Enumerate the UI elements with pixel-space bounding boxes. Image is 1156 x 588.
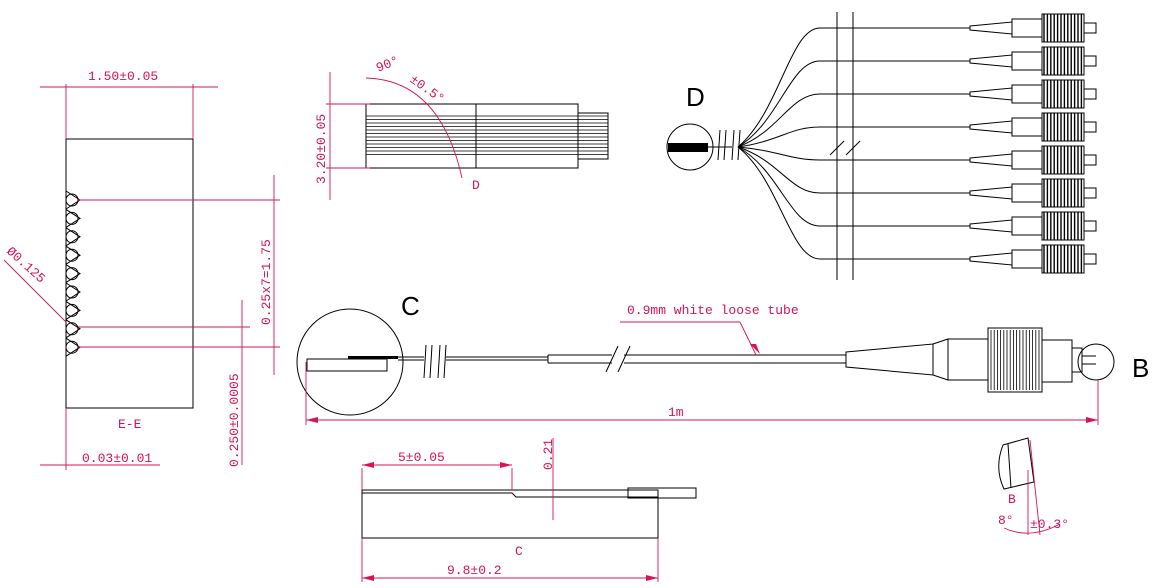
connector-body xyxy=(1011,84,1043,104)
connector-ferrule xyxy=(1083,253,1097,265)
detail-b-circle xyxy=(1077,343,1115,381)
fanout-fiber xyxy=(737,146,970,260)
detail-b-letter: B xyxy=(1132,353,1149,383)
d-height-dimension: 3.20±0.05 xyxy=(314,114,329,184)
view-c-side: 5±0.05 0.21 C 9.8±0.2 xyxy=(361,438,697,582)
connector-boot xyxy=(969,21,1013,35)
fanout-fiber xyxy=(737,27,970,148)
angle-arc xyxy=(365,77,463,179)
connector-boot xyxy=(969,54,1013,68)
fiber-circle xyxy=(65,193,79,207)
fiber-circle xyxy=(65,211,79,225)
view-b-ferrule: B 8° ±0.3° xyxy=(998,437,1069,536)
ee-width-dimension: 1.50±0.05 xyxy=(88,69,158,84)
v-groove-block-outline xyxy=(65,138,194,409)
fanout-fiber xyxy=(737,146,970,227)
b-view-label: B xyxy=(1008,492,1016,507)
connector-ferrule xyxy=(1083,187,1097,199)
side-total-dimension: 9.8±0.2 xyxy=(447,563,502,578)
connector-body xyxy=(1011,18,1043,38)
connector-ferrule xyxy=(1083,154,1097,166)
connector-boot xyxy=(969,252,1013,266)
v-grooves xyxy=(65,190,81,357)
side-length-5-dimension: 5±0.05 xyxy=(398,450,445,465)
section-ee: 1.50±0.05 0.25x7=1.75 0.250±0.0005 Ø0.12… xyxy=(3,69,280,470)
ee-edge-dimension: 0.03±0.01 xyxy=(82,451,152,466)
detail-c-block xyxy=(306,358,388,372)
ribbon-fiber-lines xyxy=(366,115,608,155)
b-angle-dimension: 8° xyxy=(998,513,1014,528)
fiber-circle xyxy=(65,248,79,262)
knurl-lines xyxy=(990,330,1040,390)
connector-ferrule xyxy=(1083,22,1097,34)
ee-section-label: E-E xyxy=(118,417,142,432)
connector-body xyxy=(1011,216,1043,236)
connector-ferrule xyxy=(1083,55,1097,67)
connector-ferrule xyxy=(1083,121,1097,133)
fanout-fibers xyxy=(737,27,970,260)
ferrule-end xyxy=(998,437,1035,490)
array-top-body xyxy=(365,103,579,169)
fanout-fiber xyxy=(737,60,970,148)
fanout-ribbon-end xyxy=(668,143,708,152)
b-angle-tolerance: ±0.3° xyxy=(1030,517,1069,532)
fanout-fiber xyxy=(737,126,970,148)
fc-connectors xyxy=(969,13,1097,274)
fanout-callout-letter: D xyxy=(686,82,705,112)
fanout-assembly: D xyxy=(666,12,1097,280)
connector-body xyxy=(1011,249,1043,269)
ribbon-stub xyxy=(577,112,609,160)
detail-c-letter: C xyxy=(401,291,420,321)
fiber-circle xyxy=(65,303,79,317)
connector-body xyxy=(1011,150,1043,170)
tube-label: 0.9mm white loose tube xyxy=(627,303,799,318)
view-d-top: 3.20±0.05 90° ±0.5° D xyxy=(314,53,609,200)
connector-ferrule xyxy=(1083,220,1097,232)
d-angle-dimension: 90° xyxy=(374,53,401,76)
fc-connector-nut xyxy=(987,327,1043,393)
ee-offset-dimension: 0.250±0.0005 xyxy=(227,373,242,467)
side-thickness-dimension: 0.21 xyxy=(541,439,556,470)
connector-boot xyxy=(845,343,934,376)
d-view-label: D xyxy=(472,178,480,193)
fiber-circle xyxy=(65,230,79,244)
fiber-circle xyxy=(65,285,79,299)
connector-body xyxy=(1011,117,1043,137)
connector-boot xyxy=(969,120,1013,134)
connector-body xyxy=(1011,183,1043,203)
side-body xyxy=(361,489,659,539)
ee-pitch-dimension: 0.25x7=1.75 xyxy=(259,239,274,325)
connector-boot xyxy=(969,186,1013,200)
side-fiber-lid xyxy=(627,487,697,499)
fiber-circle xyxy=(65,322,79,336)
fanout-fiber xyxy=(737,93,970,148)
connector-boot xyxy=(969,153,1013,167)
connector-boot xyxy=(969,219,1013,233)
ee-hole-dimension: Ø0.125 xyxy=(3,244,48,286)
d-angle-tolerance: ±0.5° xyxy=(407,72,448,107)
side-view-label: C xyxy=(515,544,523,559)
detail-c-circle xyxy=(296,308,404,416)
fiber-circle xyxy=(65,340,79,354)
fanout-fiber xyxy=(737,146,970,194)
pigtail-assembly: C B 0.9mm white loose xyxy=(296,291,1149,425)
length-dimension: 1m xyxy=(668,405,684,420)
connector-boot xyxy=(969,87,1013,101)
fanout-fiber xyxy=(737,146,970,161)
connector-ferrule xyxy=(1083,88,1097,100)
fiber-circle xyxy=(65,267,79,281)
connector-body xyxy=(1011,51,1043,71)
